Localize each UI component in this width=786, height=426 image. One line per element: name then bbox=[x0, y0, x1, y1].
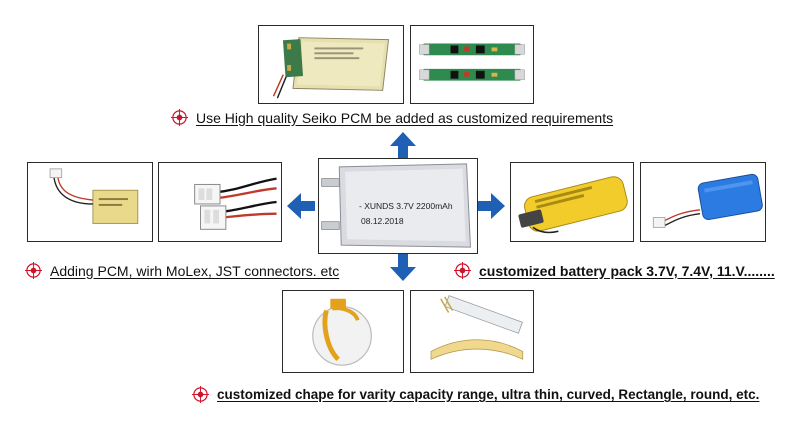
red-target-bullet-icon bbox=[192, 386, 209, 403]
arrow-up-icon bbox=[390, 132, 416, 160]
red-target-bullet-icon bbox=[25, 262, 42, 279]
caption-bottom-text: customized chape for varity capacity ran… bbox=[217, 387, 760, 402]
caption-bottom: customized chape for varity capacity ran… bbox=[192, 386, 759, 403]
caption-left: Adding PCM, wirh MoLex, JST connectors. … bbox=[25, 262, 339, 279]
caption-top: Use High quality Seiko PCM be added as c… bbox=[171, 109, 613, 126]
small-cell-illustration bbox=[49, 168, 139, 224]
center-battery-cell: - XUNDS 3.7V 2200mAh 08.12.2018 bbox=[318, 158, 478, 254]
curved-cell-illustration bbox=[430, 295, 524, 360]
photo-jst-connector bbox=[158, 162, 282, 242]
caption-top-text: Use High quality Seiko PCM be added as c… bbox=[196, 109, 614, 126]
round-cell-illustration bbox=[312, 298, 372, 366]
photo-cell-with-pcm bbox=[258, 25, 404, 104]
caption-right-text: customized battery pack 3.7V, 7.4V, 11.V… bbox=[479, 262, 775, 279]
battery-cell-illustration bbox=[321, 163, 471, 248]
red-target-bullet-icon bbox=[454, 262, 471, 279]
cell-brand-label: - XUNDS 3.7V 2200mAh bbox=[359, 201, 453, 211]
arrow-down-icon bbox=[390, 253, 416, 281]
caption-right: customized battery pack 3.7V, 7.4V, 11.V… bbox=[454, 262, 775, 279]
photo-curved-cell bbox=[410, 290, 534, 373]
arrow-right-icon bbox=[477, 193, 505, 219]
caption-left-text: Adding PCM, wirh MoLex, JST connectors. … bbox=[50, 262, 340, 279]
jst-connector-illustration bbox=[194, 177, 277, 230]
blue-pack-illustration bbox=[652, 173, 763, 228]
cell-date-label: 08.12.2018 bbox=[361, 216, 404, 226]
photo-yellow-pack bbox=[510, 162, 634, 242]
photo-pcm-boards bbox=[410, 25, 534, 104]
cell-with-pcm-illustration bbox=[272, 37, 390, 99]
photo-small-cell-connector bbox=[27, 162, 153, 242]
red-target-bullet-icon bbox=[171, 109, 188, 126]
photo-round-cell bbox=[282, 290, 404, 373]
photo-blue-pack bbox=[640, 162, 766, 242]
yellow-pack-illustration bbox=[518, 176, 628, 234]
pcm-boards-illustration bbox=[419, 43, 525, 81]
arrow-left-icon bbox=[287, 193, 315, 219]
